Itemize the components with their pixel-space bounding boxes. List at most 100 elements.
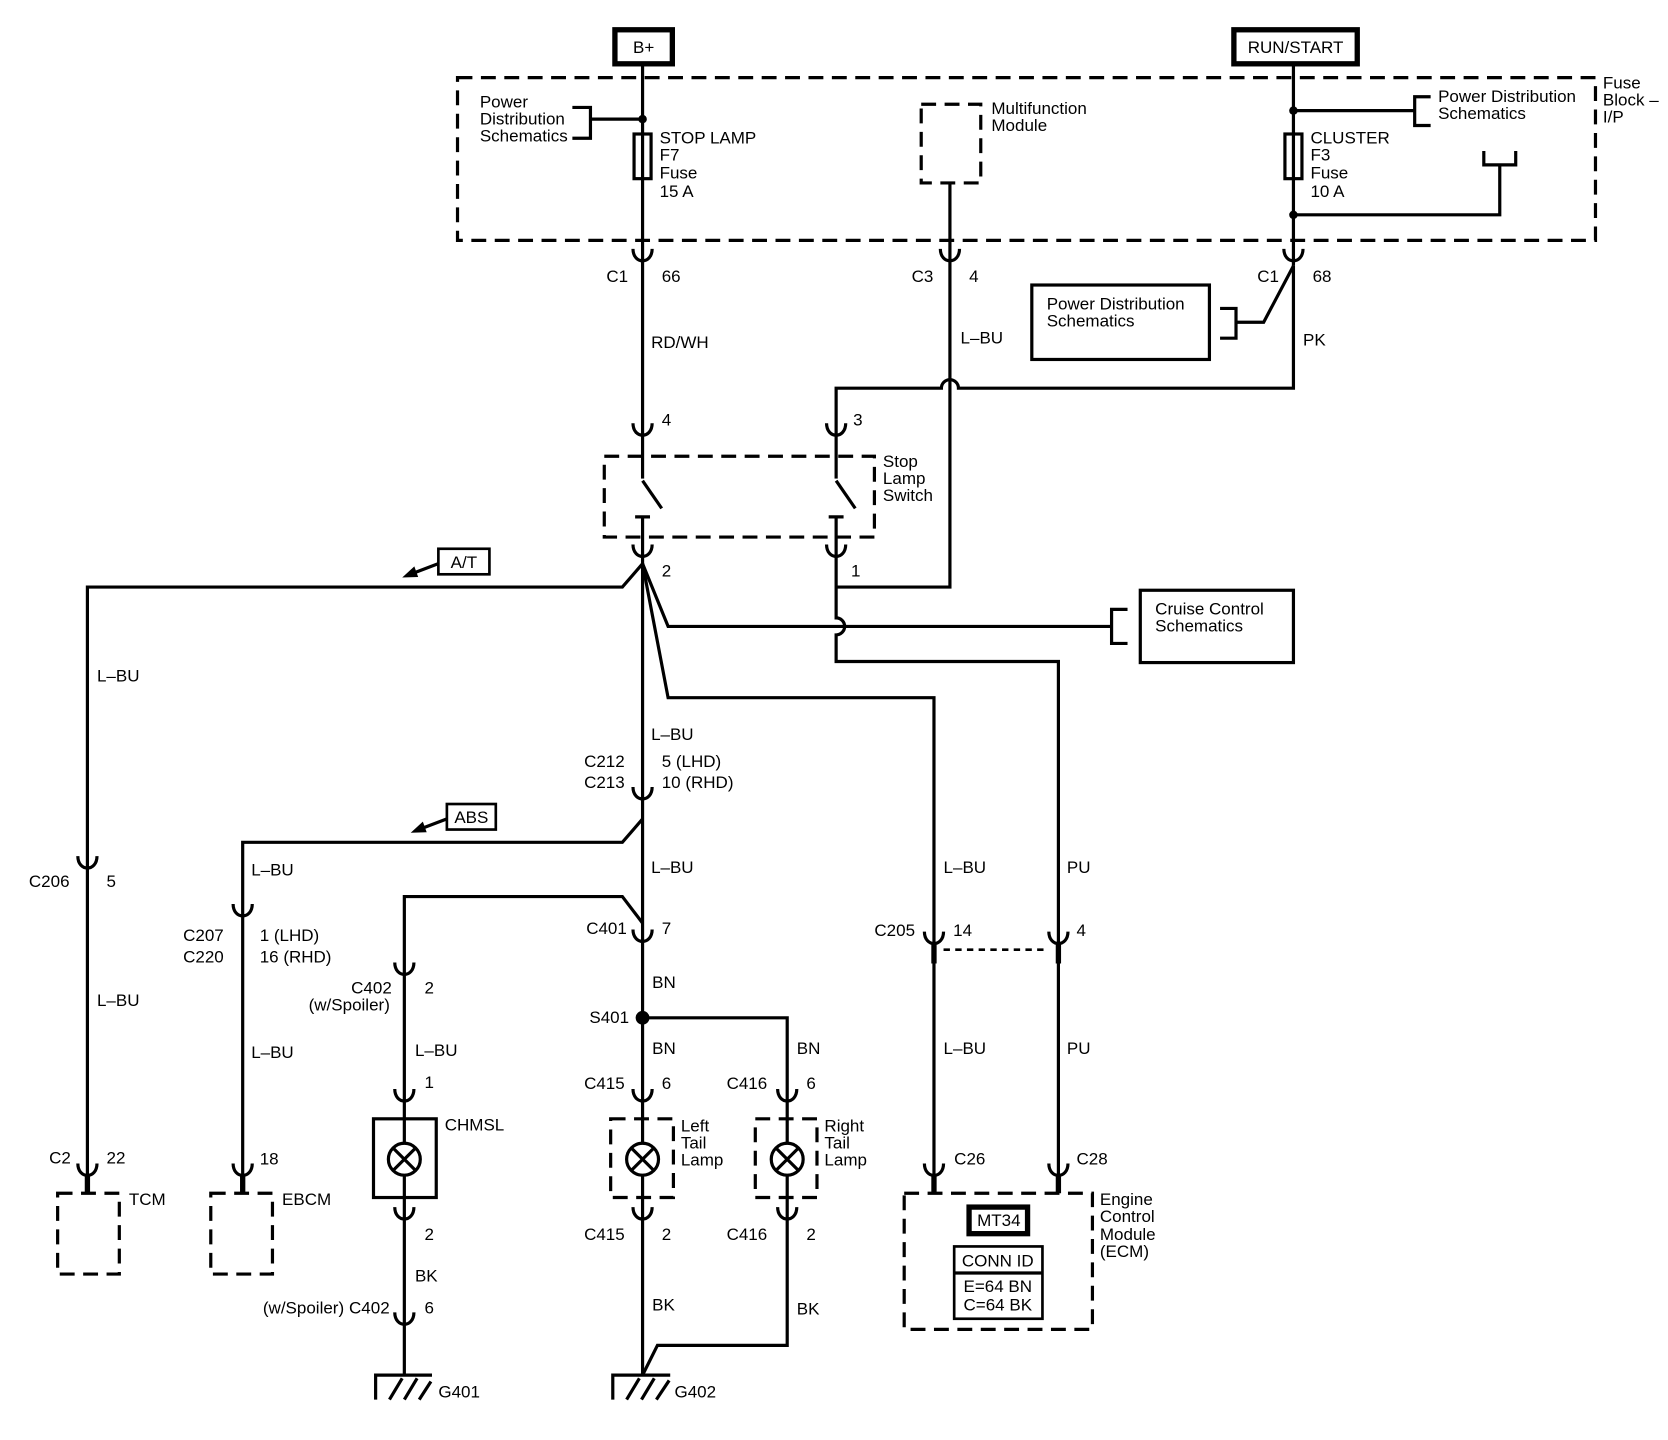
ecm-conn-id-title: CONN ID — [962, 1252, 1034, 1271]
fuse-block-label-line3: I/P — [1603, 107, 1624, 126]
connector-c402-upper-id: C402 — [351, 978, 392, 997]
fuse-block-label-line2: Block – — [1603, 90, 1659, 109]
lbu-wire-to-cruise — [641, 563, 1112, 629]
ecm-label-line2: Control — [1100, 1207, 1155, 1226]
left-tail-lamp-box — [609, 1117, 676, 1200]
left-tail-lamp-cross — [630, 1146, 655, 1172]
wire-label-bn-main-upper: BN — [652, 973, 676, 992]
connector-c205-id: C205 — [874, 921, 915, 940]
connector-c401-pin: 7 — [662, 919, 671, 938]
lbu-wire-to-tcm — [85, 562, 644, 1175]
wire-label-lbu-main-upper: L–BU — [651, 725, 694, 744]
switch-pin4-label: 4 — [662, 410, 671, 429]
ground-g401-icon — [374, 1373, 433, 1401]
ecm-pin-stubs — [931, 1174, 1062, 1194]
pds-left-bracket — [572, 105, 593, 140]
connector-c401-id: C401 — [586, 919, 627, 938]
pds-left-line2: Distribution — [480, 109, 565, 128]
fuse-f3-rating: 10 A — [1310, 182, 1345, 201]
connector-c206-pin: 5 — [107, 872, 116, 891]
fuse-f7-type: Fuse — [660, 164, 698, 183]
junction-dot-stop-feed — [638, 114, 647, 124]
run-start-source-box — [1231, 27, 1360, 67]
wire-label-bk-chmsl: BK — [415, 1267, 438, 1286]
pk-wire-to-switch — [834, 265, 1296, 434]
connector-c3-pin: 4 — [969, 267, 978, 286]
connector-c402-lower-id: C402 — [349, 1298, 390, 1317]
connector-c26-label: C26 — [954, 1150, 985, 1169]
switch-pin1-label: 1 — [851, 561, 860, 580]
right-tail-lamp-cross — [774, 1146, 800, 1172]
abs-arrow-shaft — [423, 817, 448, 829]
ecm-box — [902, 1191, 1095, 1331]
switch-right-blade — [834, 479, 857, 510]
lbu-wire-to-chmsl — [402, 894, 644, 1100]
chmsl-pin1-label: 1 — [425, 1073, 434, 1092]
ecm-label-line4: (ECM) — [1100, 1242, 1149, 1261]
ecm-conn-id-box — [952, 1245, 1044, 1321]
connector-c1-stop-pin: 66 — [662, 267, 681, 286]
ground-g402-label: G402 — [674, 1382, 716, 1401]
wire-label-lbu-ecm-upper: L–BU — [944, 858, 987, 877]
left-tail-lamp-line3: Lamp — [681, 1151, 724, 1170]
multifunction-lbu-wire — [836, 182, 952, 589]
connector-c402-lower-note: (w/Spoiler) — [263, 1298, 344, 1317]
connector-c1-stop-id: C1 — [606, 267, 628, 286]
connector-c220-pin: 16 (RHD) — [260, 947, 332, 966]
cruise-control-line1: Cruise Control — [1155, 600, 1264, 619]
internal-return-bracket — [1482, 151, 1518, 167]
wire-label-lbu-multifunction: L–BU — [961, 329, 1004, 348]
pds-left-line3: Schematics — [480, 126, 568, 145]
connector-c205-pin4-label: 4 — [1076, 921, 1085, 940]
bn-right-branch-wire — [642, 1016, 789, 1100]
connector-c213-id: C213 — [584, 773, 625, 792]
connector-c212-id: C212 — [584, 752, 625, 771]
fuse-f3-name: CLUSTER — [1310, 129, 1389, 148]
abs-arrow-head — [410, 821, 427, 833]
ecm-conn-id-line1: E=64 BN — [964, 1277, 1033, 1296]
fuse-f7-symbol — [632, 132, 653, 181]
wire-label-pk: PK — [1303, 331, 1326, 350]
right-tail-lamp-line1: Right — [824, 1117, 864, 1136]
connector-c220-id: C220 — [183, 947, 224, 966]
connector-c212-pin: 5 (LHD) — [662, 752, 722, 771]
connector-c3-id: C3 — [912, 267, 934, 286]
connector-c415-pin2-label: 2 — [662, 1225, 671, 1244]
wire-label-lbu-tcm-upper: L–BU — [97, 667, 140, 686]
connector-c402-upper-pin: 2 — [425, 978, 434, 997]
connector-c205-pins — [931, 942, 1062, 964]
stop-lamp-switch-box — [602, 454, 877, 539]
internal-return-wire — [1293, 164, 1502, 217]
lbu-wire-to-ebcm — [241, 817, 644, 1175]
connector-c402-upper-note: (w/Spoiler) — [309, 995, 390, 1014]
stop-lamp-switch-line2: Lamp — [883, 469, 926, 488]
connector-c207-pin: 1 (LHD) — [260, 926, 320, 945]
run-start-source-label: RUN/START — [1248, 38, 1344, 57]
abs-reference-label: ABS — [454, 808, 488, 827]
connector-c205-pin14-label: 14 — [953, 921, 972, 940]
at-reference-box — [437, 547, 491, 576]
pds-right-bracket — [1413, 95, 1431, 128]
chmsl-lamp-cross — [391, 1146, 417, 1172]
connector-c2-pin: 22 — [107, 1148, 126, 1167]
connector-c415-lower-id: C415 — [584, 1225, 625, 1244]
wire-label-lbu-main-lower: L–BU — [651, 858, 694, 877]
fuse-f7-rating: 15 A — [660, 182, 695, 201]
abs-reference-box — [445, 802, 498, 831]
tcm-box — [56, 1191, 121, 1276]
pds-middle-bracket — [1220, 306, 1238, 340]
ebcm-box — [209, 1191, 275, 1276]
splice-s401-label: S401 — [589, 1008, 629, 1027]
connector-c206-id: C206 — [29, 872, 70, 891]
ground-g402-icon — [611, 1373, 671, 1401]
wire-label-pu-upper: PU — [1067, 858, 1091, 877]
fuse-f7-name: STOP LAMP — [660, 129, 757, 148]
ecm-label-line3: Module — [1100, 1225, 1156, 1244]
stop-lamp-switch-line3: Switch — [883, 486, 933, 505]
right-tail-lamp-line3: Lamp — [824, 1151, 867, 1170]
tcm-label: TCM — [129, 1190, 166, 1209]
wire-label-lbu-ebcm-upper: L–BU — [251, 860, 294, 879]
fuse-f3-id: F3 — [1310, 146, 1330, 165]
connector-c416-pin2-label: 2 — [806, 1225, 815, 1244]
